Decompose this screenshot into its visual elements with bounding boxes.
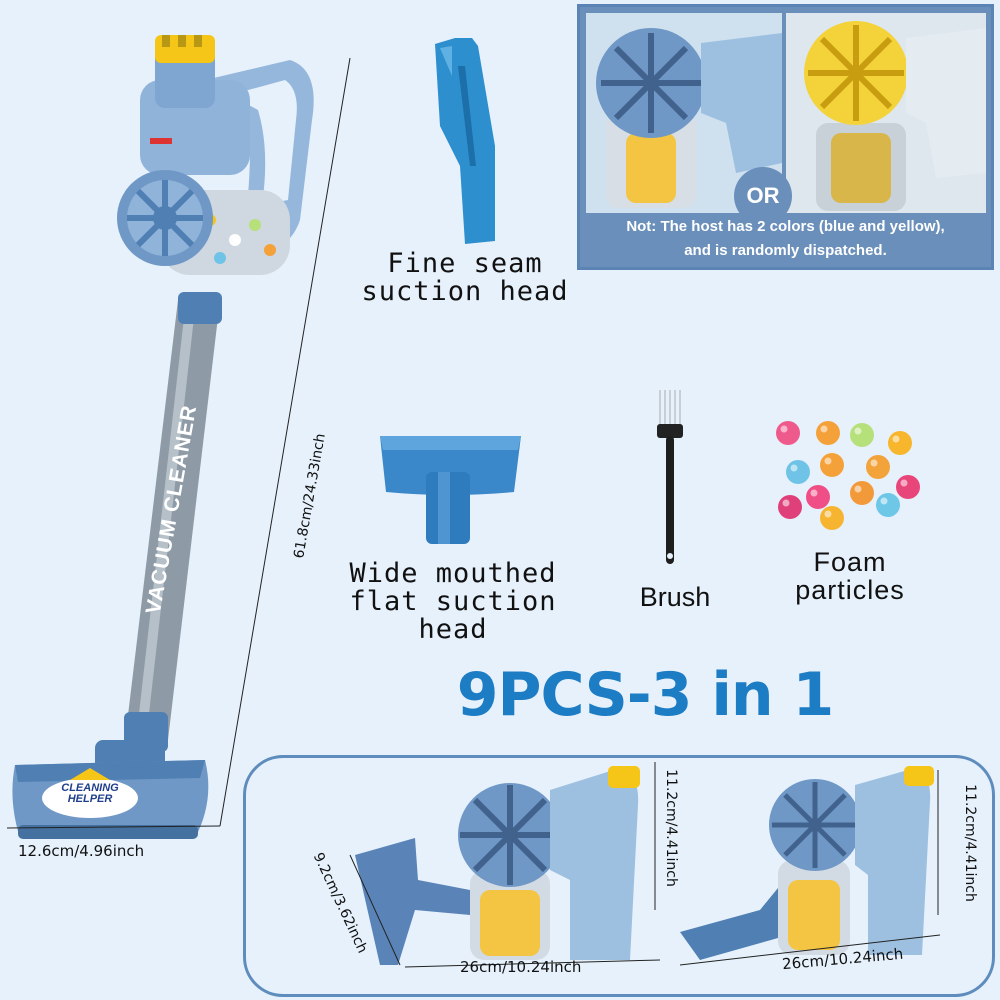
handheld-wide-head-illustration (355, 766, 640, 965)
foam-ball-highlight (892, 435, 900, 443)
foam-ball-highlight (854, 485, 862, 493)
height-guide-line (6, 57, 351, 829)
head-width-dimension-label: 12.6cm/4.96inch (18, 842, 145, 860)
foam-label-line2: particles (795, 575, 905, 605)
stick-vacuum-illustration (12, 35, 314, 839)
brush-label-text: Brush (639, 582, 711, 612)
foam-ball-highlight (780, 425, 788, 433)
or-badge: OR (734, 167, 792, 225)
foam-label: Foam particles (770, 548, 930, 604)
handheld-fine-seam-illustration (680, 766, 934, 960)
wide-flat-head-label-line2: flat suction head (349, 586, 557, 645)
brush-illustration (657, 390, 683, 564)
foam-ball (820, 506, 844, 530)
note-line1: Not: The host has 2 colors (blue and yel… (626, 218, 945, 235)
foam-ball (850, 481, 874, 505)
foam-ball (850, 423, 874, 447)
host-color-note: OR Not: The host has 2 colors (blue and … (577, 4, 994, 270)
set-headline: 9PCS-3 in 1 (456, 660, 835, 730)
foam-ball-highlight (790, 464, 798, 472)
foam-ball-highlight (870, 459, 878, 467)
foam-ball-highlight (854, 427, 862, 435)
wide-flat-head-label: Wide mouthed flat suction head (313, 560, 593, 644)
wide-flat-head-label-line1: Wide mouthed (349, 558, 557, 589)
foam-ball-highlight (820, 425, 828, 433)
head-badge-line2: HELPER (67, 793, 113, 805)
wide-flat-head-illustration (380, 436, 521, 544)
foam-label-line1: Foam (813, 547, 887, 577)
foam-ball (896, 475, 920, 499)
fine-seam-head-illustration (435, 38, 495, 244)
foam-ball (866, 455, 890, 479)
foam-ball (776, 421, 800, 445)
note-line2: and is randomly dispatched. (684, 242, 887, 259)
left-length-label: 26cm/10.24inch (460, 958, 582, 976)
right-dimension-lines (679, 770, 941, 966)
yellow-host-photo (786, 13, 986, 213)
vacuum-pole (125, 300, 220, 740)
head-badge-line1: CLEANING (61, 782, 119, 794)
foam-ball-highlight (810, 489, 818, 497)
foam-ball-highlight (880, 497, 888, 505)
foam-ball (820, 453, 844, 477)
brush-label: Brush (615, 583, 735, 611)
head-badge-text: CLEANING HELPER (50, 783, 130, 805)
handheld-sizes-panel (243, 755, 995, 997)
fine-seam-label-line2: suction head (361, 276, 569, 307)
left-dimension-lines (349, 762, 661, 968)
right-height-label: 11.2cm/4.41inch (962, 784, 978, 902)
foam-ball-highlight (900, 479, 908, 487)
host-color-note-text: Not: The host has 2 colors (blue and yel… (580, 215, 991, 263)
foam-ball (876, 493, 900, 517)
fine-seam-label: Fine seam suction head (355, 250, 575, 306)
foam-ball (816, 421, 840, 445)
foam-ball-highlight (824, 457, 832, 465)
foam-ball (806, 485, 830, 509)
foam-ball (786, 460, 810, 484)
fine-seam-label-line1: Fine seam (387, 248, 543, 279)
foam-ball (888, 431, 912, 455)
foam-ball-highlight (824, 510, 832, 518)
foam-ball-highlight (782, 499, 790, 507)
foam-particles-illustration (776, 421, 920, 530)
foam-ball (778, 495, 802, 519)
